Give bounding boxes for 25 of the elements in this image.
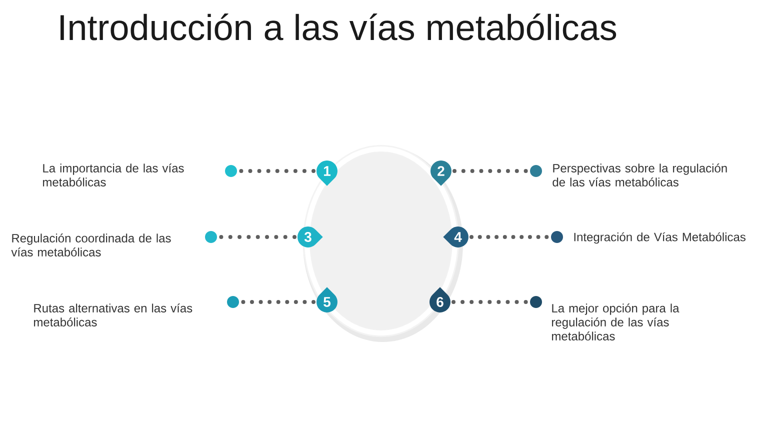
dot — [227, 296, 239, 308]
number-badge: 4 — [443, 226, 468, 248]
item-label: Regulación coordinada de las vías metabólicas — [11, 234, 171, 256]
item-label: Rutas alternativas en las vías metabólicas — [34, 304, 192, 326]
title: Introducción a las vías metabólicas — [60, 14, 616, 40]
dot — [530, 165, 542, 177]
number-badge: 2 — [430, 160, 452, 186]
number-badge: 5 — [316, 287, 338, 312]
dot — [225, 165, 237, 177]
item-label: Perspectivas sobre la regulación de las vías metabólicas — [552, 164, 727, 186]
number-badge: 1 — [316, 160, 338, 186]
number-badge: 3 — [298, 226, 323, 248]
dotted-connector — [240, 300, 316, 304]
dotted-connector — [452, 300, 529, 304]
dotted-connector — [452, 169, 529, 173]
item-label: Integración de Vías Metabólicas — [574, 232, 746, 244]
dotted-connector — [218, 235, 296, 239]
dotted-connector — [470, 235, 550, 239]
dot — [551, 231, 563, 243]
item-label: La mejor opción para la regulación de las vías metabólicas — [552, 304, 680, 340]
dot — [530, 296, 542, 308]
dot — [205, 231, 217, 243]
dotted-connector — [238, 169, 316, 173]
number-badge: 6 — [430, 287, 450, 312]
item-label: La importancia de las vías metabólicas — [43, 164, 184, 186]
